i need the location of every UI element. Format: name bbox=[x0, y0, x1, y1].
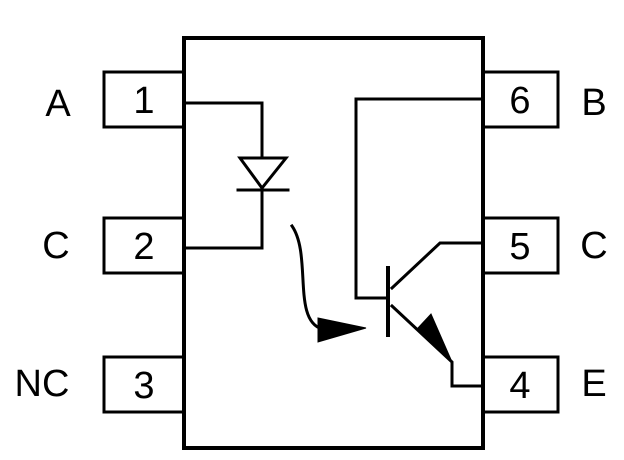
pin-3-box bbox=[102, 355, 186, 414]
pin-2-label: C bbox=[42, 225, 69, 267]
pin-6-number: 6 bbox=[509, 80, 530, 122]
pin-5-label: C bbox=[580, 225, 607, 267]
pin-1-number: 1 bbox=[133, 80, 154, 122]
light-path-curve bbox=[289, 223, 324, 331]
diode-triangle bbox=[237, 156, 290, 191]
pin-1-label: A bbox=[45, 83, 71, 125]
cathode-wire bbox=[182, 188, 264, 250]
emitter-wire bbox=[389, 303, 485, 388]
pin-5-box bbox=[481, 216, 560, 275]
pin-4-number: 4 bbox=[509, 365, 530, 407]
pin-2-box bbox=[102, 216, 186, 275]
led-diode-icon bbox=[182, 101, 290, 250]
curved-light-arrow-icon bbox=[289, 223, 367, 343]
pin-6-box bbox=[481, 70, 560, 129]
pin-4-label: E bbox=[581, 363, 606, 405]
base-wire bbox=[354, 97, 485, 300]
pin-2-number: 2 bbox=[133, 226, 154, 268]
pin-6-label: B bbox=[581, 82, 606, 124]
collector-wire bbox=[389, 241, 485, 291]
pin-3-number: 3 bbox=[133, 365, 154, 407]
pin-5-number: 5 bbox=[509, 226, 530, 268]
emitter-arrowhead bbox=[417, 313, 453, 363]
pin-3-label: NC bbox=[15, 363, 70, 405]
npn-phototransistor-icon bbox=[354, 97, 485, 388]
pin-1-box bbox=[102, 70, 186, 129]
package-body bbox=[182, 36, 485, 450]
light-path-arrowhead bbox=[317, 317, 367, 343]
anode-wire bbox=[182, 101, 264, 160]
